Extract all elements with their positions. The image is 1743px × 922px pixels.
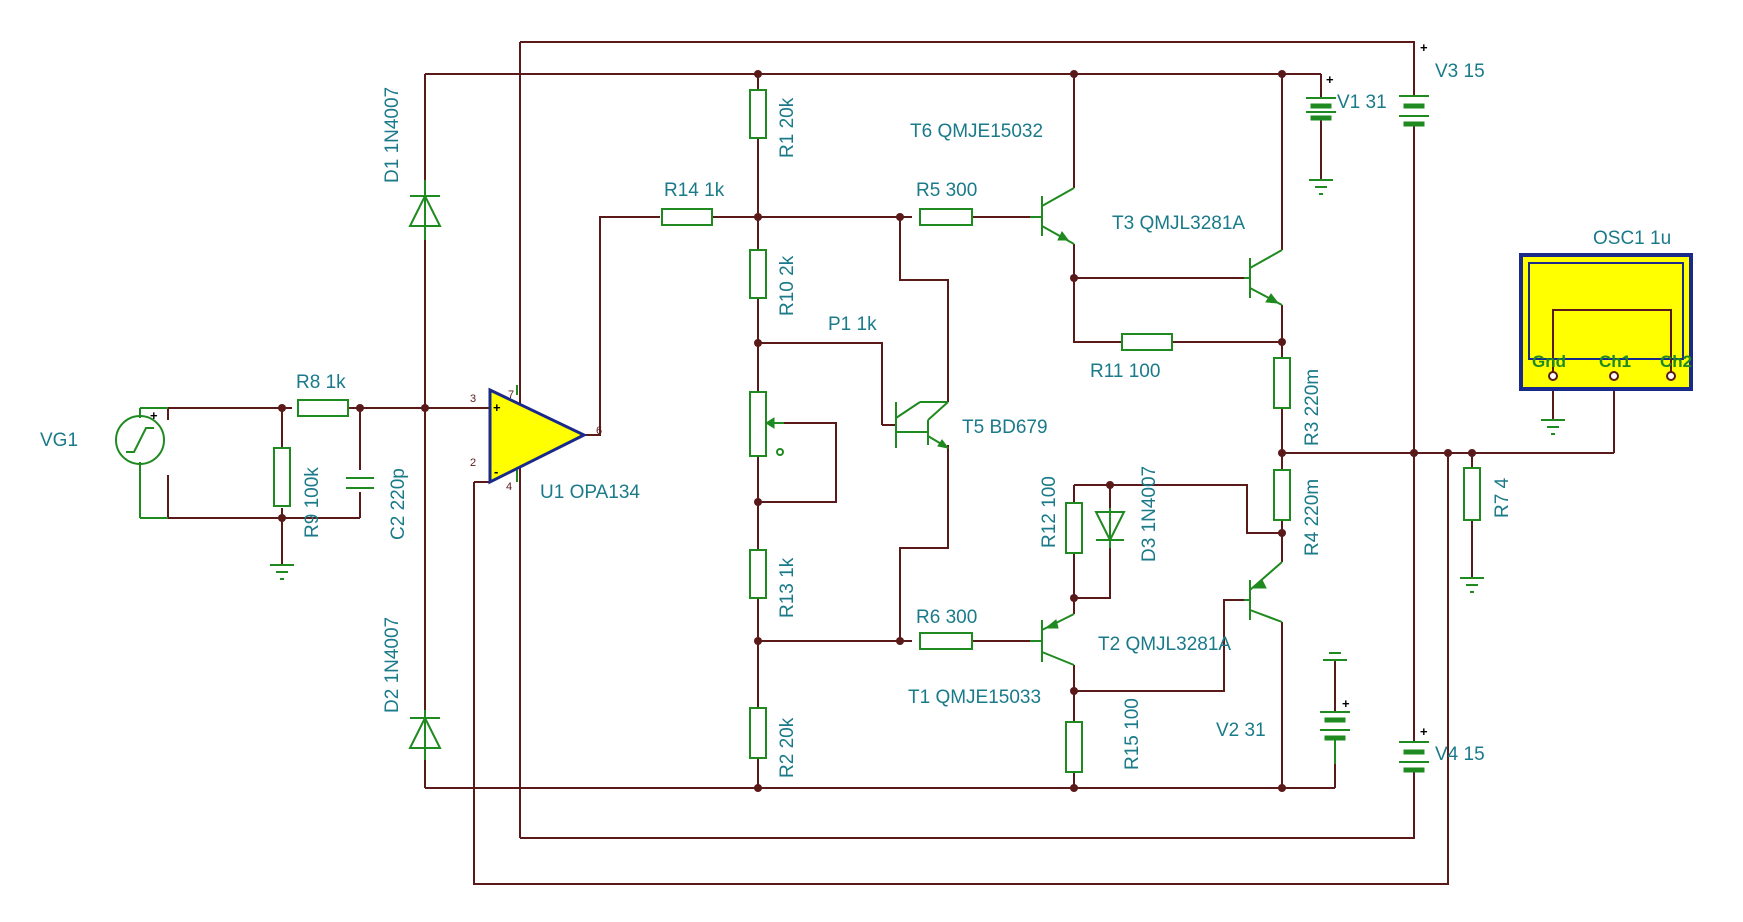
osc-ch1-label: Ch1: [1599, 352, 1631, 371]
oscilloscope-osc1: [1519, 253, 1693, 435]
resistor-r15: [1065, 721, 1083, 773]
pin-3: 3: [470, 393, 476, 405]
battery-v2: +: [1320, 652, 1350, 764]
label-v1: V1 31: [1337, 92, 1387, 113]
label-r10: R10 2k: [777, 255, 798, 316]
transistor-t6: [1030, 187, 1075, 245]
pin-2: 2: [470, 457, 476, 469]
svg-text:+: +: [1420, 724, 1428, 739]
resistor-r7: [1460, 467, 1484, 593]
svg-text:+: +: [150, 408, 158, 423]
label-c2: C2 220p: [388, 468, 409, 540]
label-r14: R14 1k: [664, 180, 725, 201]
label-vg1: VG1: [40, 430, 78, 451]
label-r5: R5 300: [916, 180, 977, 201]
label-r2: R2 20k: [777, 717, 798, 778]
svg-text:+: +: [1326, 72, 1334, 87]
diode-d1: [408, 180, 442, 240]
transistor-t1: [1030, 613, 1075, 666]
diode-d2: [408, 710, 442, 760]
label-r15: R15 100: [1122, 698, 1143, 770]
label-r11: R11 100: [1090, 361, 1160, 382]
pin-7: 7: [508, 389, 514, 401]
resistor-r5: [919, 208, 973, 226]
junction-nodes: [278, 70, 1476, 792]
label-v4: V4 15: [1435, 744, 1485, 765]
battery-v3: +: [1399, 40, 1429, 127]
label-osc1: OSC1 1u: [1593, 228, 1671, 249]
label-d1: D1 1N4007: [382, 87, 403, 183]
resistor-r14: [661, 208, 713, 226]
resistor-r2: [749, 707, 767, 759]
opamp-plus: +: [493, 400, 501, 415]
osc-gnd-label: Gnd: [1532, 352, 1566, 371]
resistor-r8: [297, 399, 349, 417]
oscilloscope-labels: Gnd Ch1 Ch2: [1532, 352, 1692, 371]
label-p1: P1 1k: [828, 314, 877, 335]
label-r3: R3 220m: [1302, 369, 1323, 446]
label-r12: R12 100: [1039, 476, 1060, 548]
transistor-t2: [1244, 561, 1283, 623]
resistor-r4: [1273, 469, 1291, 521]
resistor-r13: [749, 549, 767, 599]
potentiometer-p1: [749, 391, 784, 457]
resistor-r10: [749, 249, 767, 299]
label-r8: R8 1k: [296, 372, 346, 393]
label-r6: R6 300: [916, 607, 977, 628]
label-r7: R7 4: [1492, 477, 1513, 518]
label-r1: R1 20k: [777, 97, 798, 158]
label-d2: D2 1N4007: [382, 617, 403, 713]
resistor-r11: [1121, 333, 1173, 351]
signal-generator-vg1: +: [115, 407, 168, 519]
osc-ch2-label: Ch2: [1660, 352, 1692, 371]
label-u1: U1 OPA134: [540, 482, 640, 503]
capacitor-c2: [346, 477, 374, 489]
pin-6: 6: [596, 425, 602, 437]
transistor-t3: [1244, 249, 1283, 306]
label-t5: T5 BD679: [962, 417, 1048, 438]
label-d3: D3 1N4007: [1139, 466, 1160, 562]
ground-symbol-input: [270, 564, 294, 580]
label-r4: R4 220m: [1302, 479, 1323, 556]
battery-v1: +: [1306, 72, 1336, 195]
battery-v4: +: [1399, 724, 1429, 773]
label-t2: T2 QMJL3281A: [1098, 634, 1231, 655]
label-v3: V3 15: [1435, 61, 1485, 82]
opamp-pin-labels: 3 2 7 4 6 + -: [470, 389, 602, 493]
svg-text:+: +: [1420, 40, 1428, 55]
opamp-minus: -: [494, 464, 498, 479]
label-r9: R9 100k: [302, 467, 323, 538]
opamp-u1: [488, 385, 588, 485]
label-r13: R13 1k: [777, 557, 798, 618]
resistor-r6: [919, 632, 973, 650]
label-t3: T3 QMJL3281A: [1112, 213, 1245, 234]
diode-d3: [1094, 508, 1126, 548]
wires: [167, 41, 1615, 885]
transistor-t5: [895, 401, 950, 449]
svg-text:+: +: [1342, 696, 1350, 711]
component-labels: VG1 R8 1k R9 100k C2 220p D1 1N4007 D2 1…: [40, 61, 1671, 778]
label-t1: T1 QMJE15033: [908, 687, 1041, 708]
resistor-r9: [273, 447, 291, 507]
resistor-r1: [749, 89, 767, 139]
label-t6: T6 QMJE15032: [910, 121, 1043, 142]
resistor-r12: [1065, 502, 1083, 554]
pin-4: 4: [506, 481, 512, 493]
resistor-r3: [1273, 357, 1291, 409]
label-v2: V2 31: [1216, 720, 1266, 741]
